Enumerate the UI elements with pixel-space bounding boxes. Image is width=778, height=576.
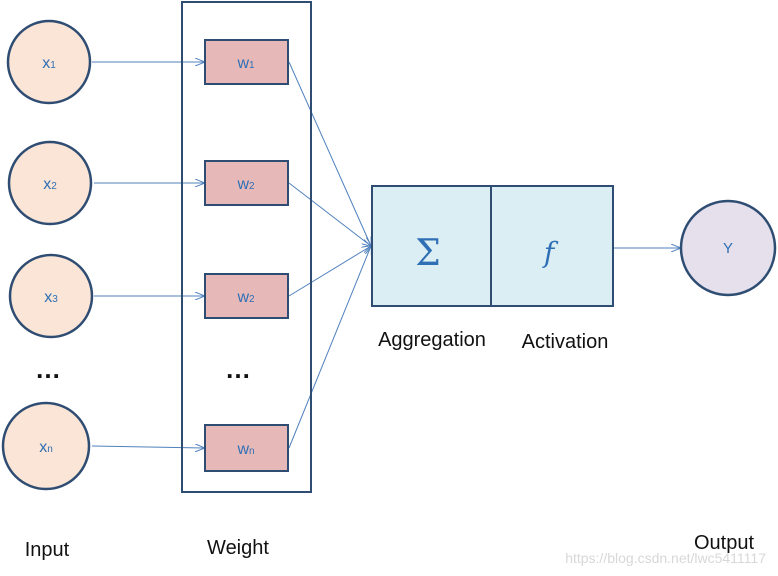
input-node-n-base: x bbox=[39, 439, 47, 456]
weight-box-n-label: wn bbox=[236, 441, 254, 458]
weight-column-frame bbox=[181, 1, 312, 493]
input-node-3-sub: 3 bbox=[52, 294, 58, 305]
weight-box-1-base: w bbox=[236, 55, 249, 72]
weight-box-1: w1 bbox=[204, 39, 289, 85]
weight-ellipsis: … bbox=[225, 354, 251, 384]
weight-box-2-label: w2 bbox=[236, 176, 255, 193]
output-caption: Output bbox=[694, 532, 754, 554]
input-node-2-label: x2 bbox=[43, 176, 57, 193]
activation-rect bbox=[490, 185, 614, 307]
input-node-1-sub: 1 bbox=[50, 60, 56, 71]
arrow-w2-sum bbox=[288, 182, 371, 246]
aggregation-box: Σ bbox=[371, 185, 492, 307]
input-ellipsis: … bbox=[35, 354, 61, 384]
input-node-3-circle bbox=[8, 253, 94, 339]
weight-box-n: wn bbox=[204, 424, 289, 472]
input-to-weight-arrows bbox=[91, 62, 204, 448]
input-node-3: x3 bbox=[8, 253, 94, 339]
activation-box: f bbox=[490, 185, 614, 307]
weight-to-aggregation-arrows bbox=[288, 61, 371, 449]
arrow-w1-sum bbox=[288, 61, 371, 246]
weight-caption: Weight bbox=[207, 537, 269, 559]
weight-box-3-sub: 2 bbox=[249, 294, 255, 305]
input-node-1-base: x bbox=[42, 55, 50, 72]
weight-box-2-base: w bbox=[236, 176, 249, 193]
weight-box-n-rect bbox=[204, 424, 289, 472]
input-caption: Input bbox=[25, 539, 70, 561]
input-node-n: xn bbox=[1, 401, 91, 491]
weight-box-2: w2 bbox=[204, 160, 289, 206]
aggregation-caption: Aggregation bbox=[378, 329, 486, 351]
arrow-wn-sum bbox=[288, 246, 371, 449]
watermark-text: https://blog.csdn.net/lwc5411117 bbox=[565, 550, 766, 566]
input-node-2-circle bbox=[7, 140, 93, 226]
sigma-symbol: Σ bbox=[415, 233, 440, 274]
weight-box-3-label: w2 bbox=[236, 289, 255, 306]
weight-box-3-rect bbox=[204, 273, 289, 319]
weight-box-1-sub: 1 bbox=[249, 60, 255, 71]
weight-box-2-rect bbox=[204, 160, 289, 206]
weight-box-3: w2 bbox=[204, 273, 289, 319]
input-node-n-sub: n bbox=[47, 444, 53, 455]
input-node-1-circle bbox=[6, 19, 92, 105]
output-node: Y bbox=[679, 199, 777, 297]
arrow-w3-sum bbox=[288, 246, 371, 297]
weight-box-1-rect bbox=[204, 39, 289, 85]
input-node-1: x1 bbox=[6, 19, 92, 105]
input-node-2: x2 bbox=[7, 140, 93, 226]
weight-box-2-sub: 2 bbox=[249, 181, 255, 192]
activation-caption: Activation bbox=[522, 331, 609, 353]
weight-box-3-base: w bbox=[236, 289, 249, 306]
input-node-n-circle bbox=[1, 401, 91, 491]
weight-box-n-sub: n bbox=[249, 446, 255, 457]
input-node-2-sub: 2 bbox=[51, 181, 57, 192]
input-node-3-base: x bbox=[44, 289, 52, 306]
arrow-xn-wn bbox=[91, 446, 204, 448]
aggregation-rect bbox=[371, 185, 492, 307]
input-node-n-label: xn bbox=[39, 439, 53, 456]
weight-box-1-label: w1 bbox=[236, 55, 255, 72]
input-node-3-label: x3 bbox=[44, 289, 58, 306]
output-node-circle bbox=[679, 199, 777, 297]
output-node-label: Y bbox=[723, 240, 733, 257]
weight-box-n-base: w bbox=[236, 441, 249, 458]
input-node-2-base: x bbox=[43, 176, 51, 193]
input-node-1-label: x1 bbox=[42, 55, 56, 72]
